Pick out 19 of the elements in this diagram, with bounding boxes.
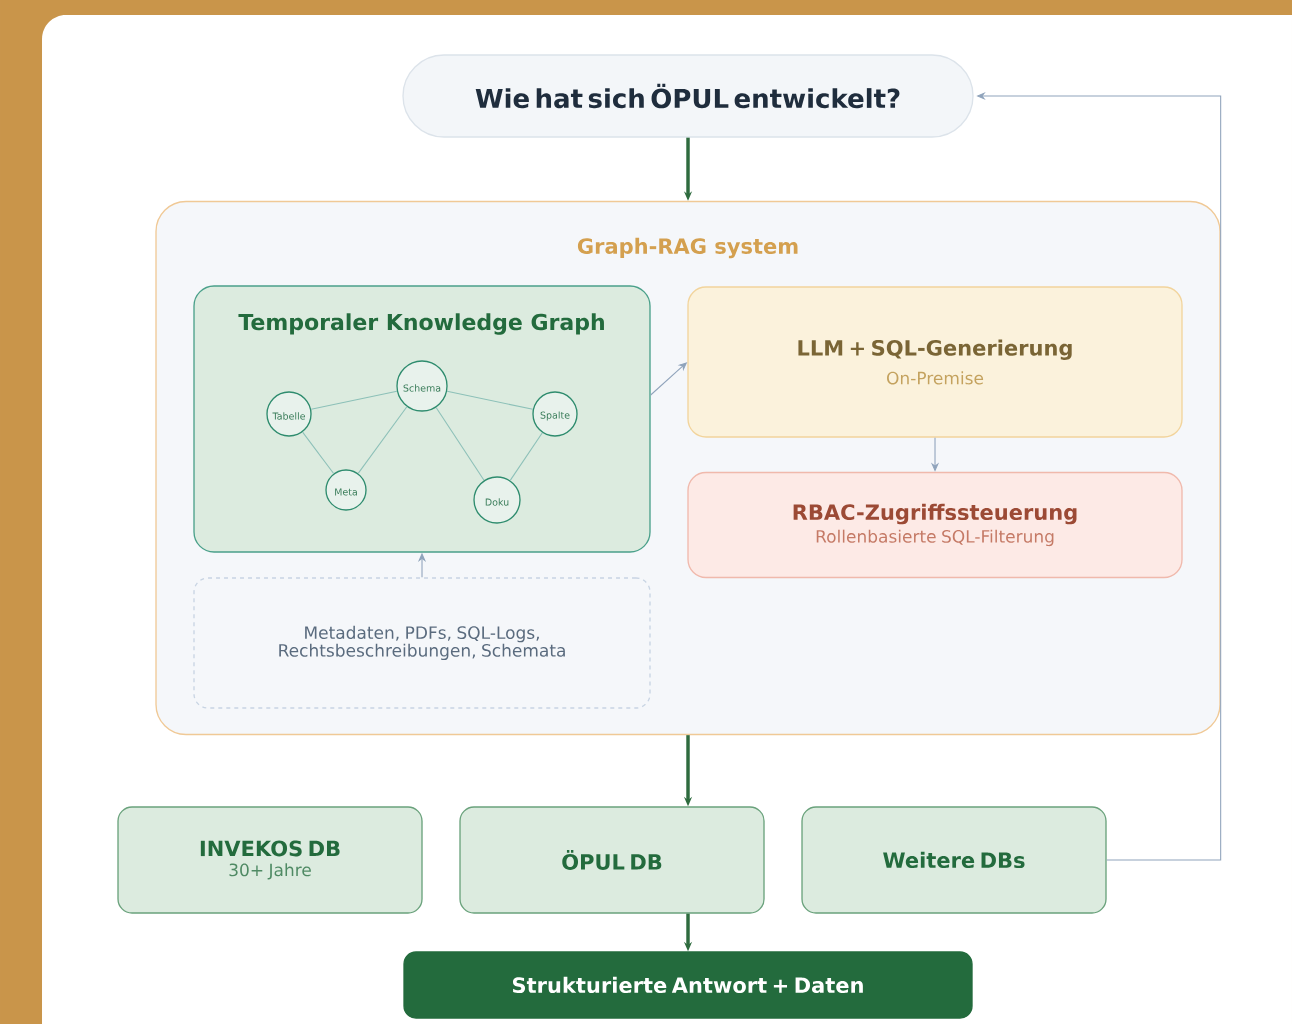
graph-link [357,406,408,474]
graph-node: Spalte [532,391,578,437]
graph-link [310,390,398,410]
graph-node: Schema [396,360,448,412]
database-box: ÖPUL DB [459,806,765,914]
question-pill: Wie hat sich ÖPUL entwickelt? [402,54,974,138]
database-box: INVEKOS DB 30+ Jahre [117,806,423,914]
graph-node: Doku [473,476,521,524]
graph-link [446,390,534,410]
graph-link [302,431,335,474]
graph-node: Tabelle [266,391,312,437]
result-box: Strukturierte Antwort + Daten [403,951,973,1019]
database-box: Weitere DBs [801,806,1107,914]
process-box: LLM + SQL-Generierung On-Premise [687,286,1183,438]
graph-link [435,406,485,481]
process-box: RBAC-Zugriffssteuerung Rollenbasierte SQL-Filterung [687,471,1183,579]
graph-link [509,432,543,481]
graph-node: Meta [325,469,367,511]
source-box: Metadaten, PDFs, SQL-Logs, Rechtsbeschreibungen, Schemata [193,577,651,709]
